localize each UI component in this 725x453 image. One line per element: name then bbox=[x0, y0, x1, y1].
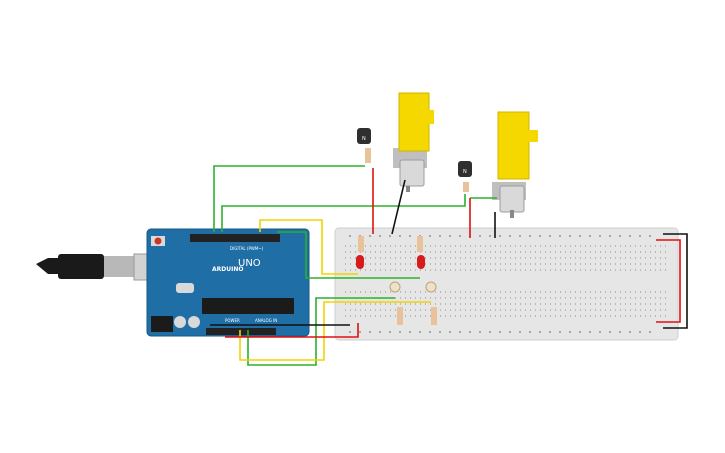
breadboard[interactable] bbox=[334, 227, 679, 341]
wire-red-right bbox=[656, 239, 681, 323]
wire-green-mid bbox=[221, 194, 466, 232]
wire-red-power bbox=[225, 323, 359, 338]
wire-green-low bbox=[247, 297, 395, 366]
motor-1[interactable] bbox=[393, 92, 434, 192]
power-jack-icon bbox=[151, 316, 173, 332]
ldr-1[interactable] bbox=[389, 281, 401, 293]
ldr-2[interactable] bbox=[425, 281, 437, 293]
led-1[interactable] bbox=[356, 255, 364, 269]
wire-black-right bbox=[663, 233, 688, 329]
arduino-board[interactable]: ARDUINO UNO DIGITAL (PWM~) POWER ANALOG … bbox=[146, 228, 310, 337]
transistor-1-label: N bbox=[362, 136, 366, 142]
resistor-3[interactable] bbox=[397, 307, 403, 325]
transistor-1[interactable]: N bbox=[357, 128, 371, 163]
resistor-2[interactable] bbox=[417, 236, 423, 252]
transistor-2[interactable]: N bbox=[458, 161, 472, 192]
resistor-4[interactable] bbox=[431, 307, 437, 325]
power-label: POWER bbox=[225, 318, 240, 323]
wire-yellow-low bbox=[239, 301, 431, 361]
arduino-model-text: UNO bbox=[238, 258, 261, 269]
wire-green-b bbox=[277, 231, 420, 279]
transistor-2-label: N bbox=[463, 169, 467, 175]
wire-green-top bbox=[213, 165, 365, 232]
led-2[interactable] bbox=[417, 255, 425, 269]
wires[interactable] bbox=[210, 165, 688, 366]
wire-yellow-a bbox=[259, 219, 358, 275]
wire-black-mot1 bbox=[391, 179, 406, 235]
analog-label: ANALOG IN bbox=[255, 318, 277, 323]
motor-2[interactable] bbox=[492, 111, 538, 218]
digital-header-label: DIGITAL (PWM~) bbox=[230, 246, 264, 251]
resistor-1[interactable] bbox=[358, 236, 364, 252]
arduino-brand-text: ARDUINO bbox=[212, 266, 243, 273]
